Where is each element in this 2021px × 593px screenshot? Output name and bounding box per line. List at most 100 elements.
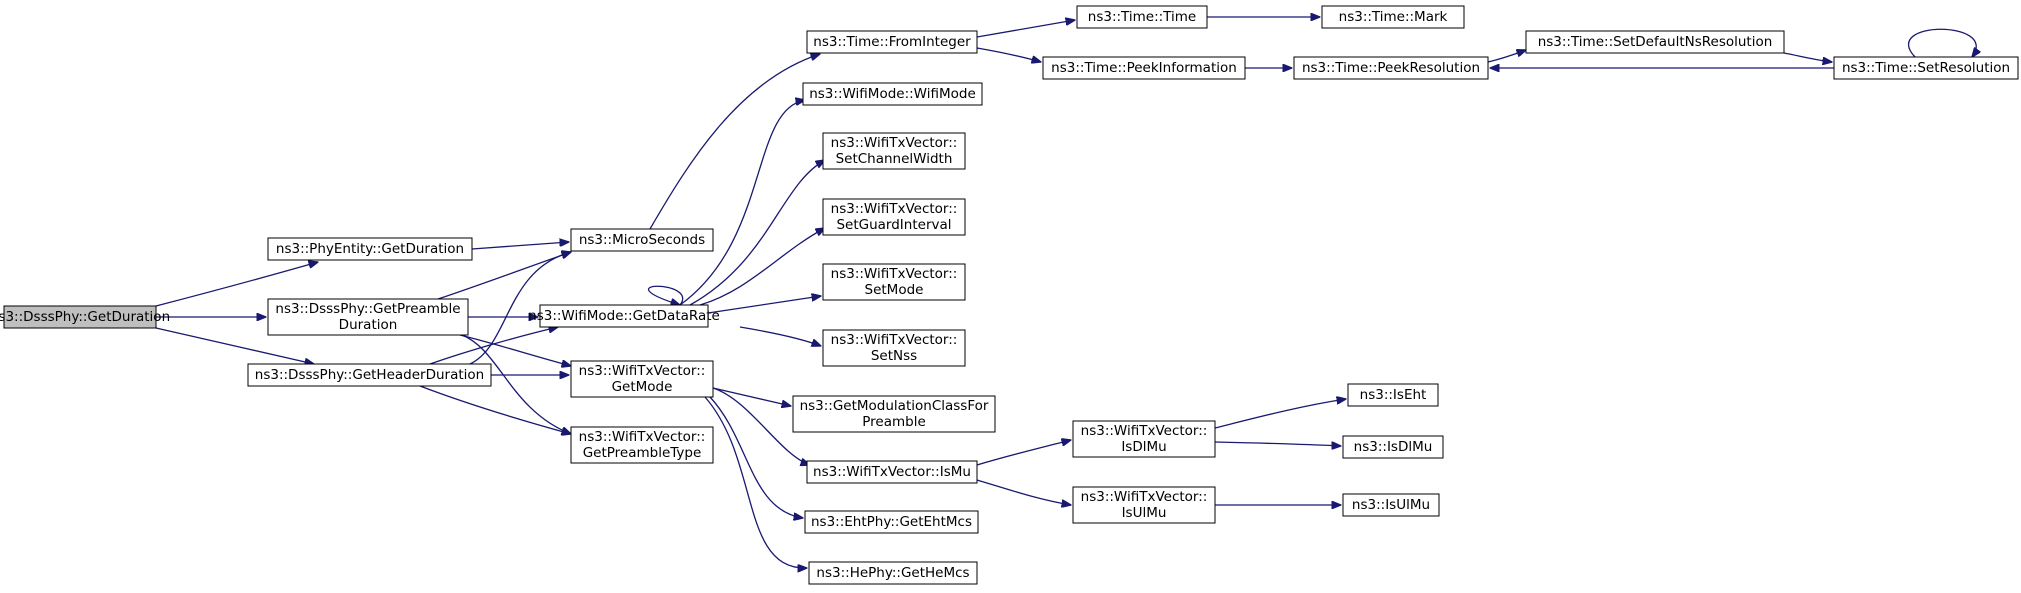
function-node[interactable]: ns3::WifiMode::GetDataRate <box>528 304 720 328</box>
edge-line <box>689 160 825 306</box>
edge-line <box>976 479 1071 505</box>
node-box <box>1347 383 1439 407</box>
node-label: ns3::WifiTxVector:: <box>831 332 958 348</box>
function-node[interactable]: ns3::WifiTxVector::SetChannelWidth <box>822 132 966 170</box>
edge-n6-to-n17 <box>704 396 807 568</box>
node-box <box>570 228 714 252</box>
node-label: ns3::WifiTxVector::IsMu <box>813 464 971 480</box>
edge-line <box>976 47 1041 62</box>
function-node[interactable]: ns3::WifiTxVector::GetPreambleType <box>570 426 714 464</box>
edge-line <box>739 326 821 346</box>
function-node[interactable]: ns3::IsEht <box>1347 383 1439 407</box>
edge-line <box>709 396 803 518</box>
function-node[interactable]: ns3::EhtPhy::GetEhtMcs <box>804 510 979 534</box>
function-node[interactable]: ns3::WifiTxVector::SetNss <box>822 329 966 367</box>
edge-line <box>1214 399 1346 429</box>
node-label: ns3::Time::PeekInformation <box>1051 60 1237 76</box>
node-label: IsDlMu <box>1121 439 1166 455</box>
function-node[interactable]: ns3::Time::Time <box>1076 5 1208 29</box>
function-node[interactable]: ns3::MicroSeconds <box>570 228 714 252</box>
function-node[interactable]: ns3::Time::Mark <box>1321 5 1465 29</box>
function-node[interactable]: ns3::WifiTxVector::IsMu <box>806 460 978 484</box>
node-box <box>806 460 978 484</box>
node-label: ns3::IsDlMu <box>1354 439 1433 455</box>
node-label: ns3::Time::SetResolution <box>1842 60 2010 76</box>
root-node[interactable]: ns3::DsssPhy::GetDuration <box>0 305 170 329</box>
node-label: ns3::WifiTxVector:: <box>1081 423 1208 439</box>
edge-n24-to-n26 <box>1214 399 1346 429</box>
function-node[interactable]: ns3::HePhy::GetHeMcs <box>808 561 978 585</box>
node-box <box>822 132 966 170</box>
node-label: ns3::WifiTxVector:: <box>1081 489 1208 505</box>
node-box <box>570 426 714 464</box>
edge-n4-to-n8 <box>649 54 820 230</box>
edge-line <box>712 387 791 406</box>
node-box <box>539 304 709 328</box>
node-box <box>1321 5 1465 29</box>
node-box <box>808 561 978 585</box>
function-node[interactable]: ns3::WifiMode::WifiMode <box>802 82 983 106</box>
edge-line <box>712 387 810 465</box>
node-label: GetPreambleType <box>583 445 702 461</box>
node-label: ns3::EhtPhy::GetEhtMcs <box>811 514 972 530</box>
function-node[interactable]: ns3::Time::SetDefaultNsResolution <box>1525 30 1785 54</box>
node-label: ns3::PhyEntity::GetDuration <box>276 241 464 257</box>
function-node[interactable]: ns3::Time::PeekResolution <box>1293 56 1489 80</box>
node-label: ns3::Time::Mark <box>1339 9 1448 25</box>
edge-n2-to-n6 <box>459 334 571 366</box>
node-label: ns3::WifiMode::WifiMode <box>809 86 976 102</box>
edge-n5-to-n9 <box>679 100 805 306</box>
edge-n8-to-n18 <box>976 20 1075 38</box>
function-node[interactable]: ns3::IsDlMu <box>1342 435 1444 459</box>
node-label: ns3::HePhy::GetHeMcs <box>816 565 969 581</box>
function-node[interactable]: ns3::Time::PeekInformation <box>1042 56 1246 80</box>
function-node[interactable]: ns3::WifiTxVector::GetMode <box>570 360 714 398</box>
node-box <box>3 305 157 329</box>
node-label: SetNss <box>871 348 917 364</box>
edge-n1-to-n4 <box>471 242 569 250</box>
function-node[interactable]: ns3::IsUlMu <box>1342 493 1440 517</box>
node-label: ns3::WifiTxVector:: <box>579 429 706 445</box>
edge-line <box>1907 28 1977 57</box>
node-label: GetMode <box>612 379 673 395</box>
node-box <box>802 82 983 106</box>
edge-n2-to-n7 <box>461 334 571 434</box>
edge-n22-to-n23 <box>1783 52 1832 62</box>
edge-n24-to-n27 <box>1214 441 1341 446</box>
node-box <box>267 237 473 261</box>
edge-n5-to-n12 <box>707 296 821 314</box>
function-node[interactable]: ns3::DsssPhy::GetHeaderDuration <box>247 363 492 387</box>
node-box <box>267 298 469 336</box>
edge-n3-to-n4 <box>469 252 571 365</box>
node-label: ns3::Time::Time <box>1088 9 1196 25</box>
function-node[interactable]: ns3::WifiTxVector::SetGuardInterval <box>822 198 966 236</box>
node-label: ns3::WifiTxVector:: <box>579 363 706 379</box>
node-label: ns3::Time::SetDefaultNsResolution <box>1538 34 1773 50</box>
node-label: ns3::GetModulationClassFor <box>800 398 989 414</box>
edge-line <box>461 334 571 434</box>
edge-line <box>679 100 805 306</box>
node-label: SetGuardInterval <box>836 217 951 233</box>
node-label: Preamble <box>862 414 926 430</box>
function-node[interactable]: ns3::WifiTxVector::IsDlMu <box>1072 420 1216 458</box>
function-node[interactable]: ns3::Time::FromInteger <box>806 30 978 54</box>
function-node[interactable]: ns3::WifiTxVector::SetMode <box>822 263 966 301</box>
edge-n0-to-n1 <box>155 262 318 307</box>
edge-n5-to-n10 <box>689 160 825 306</box>
node-box <box>1072 420 1216 458</box>
function-node[interactable]: ns3::WifiTxVector::IsUlMu <box>1072 486 1216 524</box>
function-node[interactable]: ns3::PhyEntity::GetDuration <box>267 237 473 261</box>
node-label: ns3::DsssPhy::GetHeaderDuration <box>255 367 484 383</box>
edge-n0-to-n3 <box>155 327 314 364</box>
edge-line <box>649 54 820 230</box>
function-node[interactable]: ns3::Time::SetResolution <box>1833 56 2019 80</box>
edge-line <box>419 385 571 434</box>
node-label: SetChannelWidth <box>836 151 953 167</box>
edge-line <box>976 440 1071 466</box>
node-box <box>806 30 978 54</box>
edge-line <box>1214 441 1341 446</box>
node-box <box>1342 493 1440 517</box>
